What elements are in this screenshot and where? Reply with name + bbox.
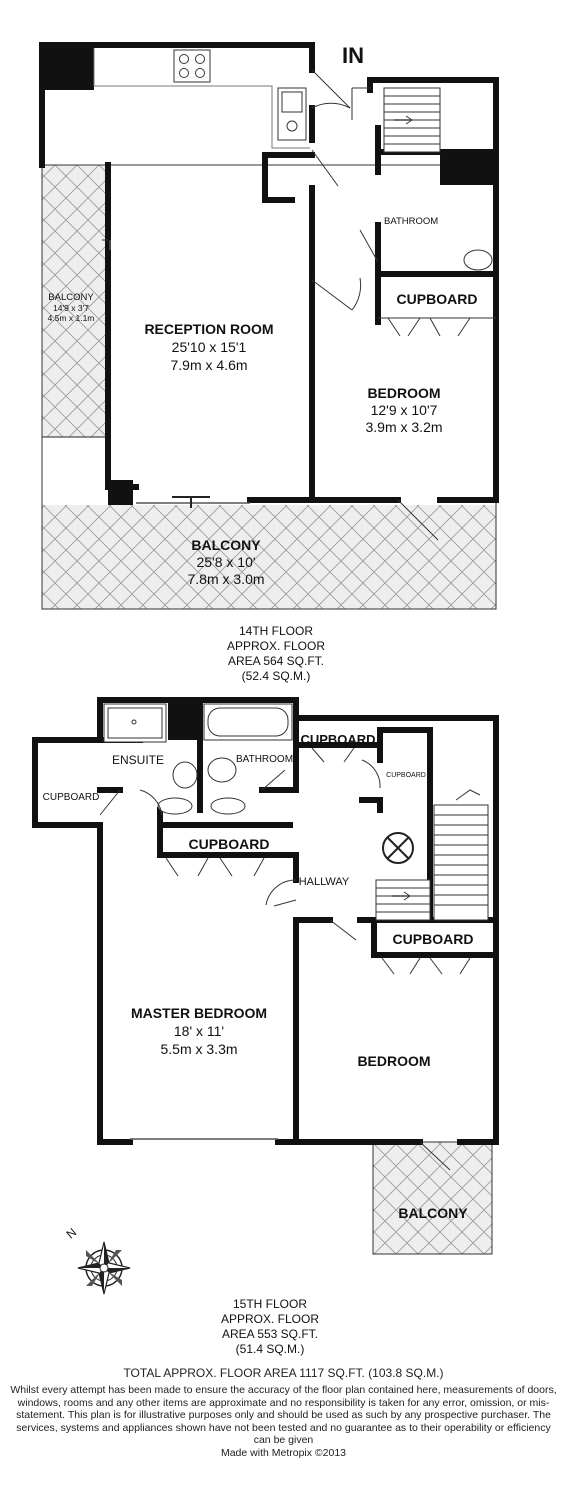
doors-14 — [102, 69, 439, 541]
reception-metric: 7.9m x 4.6m — [170, 357, 247, 373]
compass-north-label: N — [64, 1225, 80, 1241]
floor-15-caption: 15TH FLOOR APPROX. FLOOR AREA 553 SQ.FT.… — [221, 1297, 319, 1356]
stairs-14 — [383, 87, 441, 153]
balcony-14-name: BALCONY — [191, 537, 261, 553]
stairs-15 — [375, 789, 489, 921]
bedroom-14-metric: 3.9m x 3.2m — [365, 419, 442, 435]
cupboard-right-label: CUPBOARD — [393, 931, 474, 947]
basin-icon — [172, 761, 198, 789]
cupboard-doors-14 — [378, 317, 496, 337]
balcony-14-imperial: 25'8 x 10' — [196, 554, 255, 570]
svg-text:AREA 564 SQ.FT.: AREA 564 SQ.FT. — [228, 654, 324, 668]
reception-name: RECEPTION ROOM — [144, 321, 273, 337]
entrance-label: IN — [342, 43, 364, 68]
balcony-15-area — [372, 1141, 493, 1255]
balcony-area — [42, 505, 496, 609]
svg-text:APPROX. FLOOR: APPROX. FLOOR — [221, 1312, 319, 1326]
bedroom-14-name: BEDROOM — [367, 385, 440, 401]
kitchen-column — [42, 45, 94, 90]
cupboard-left-label: CUPBOARD — [43, 792, 100, 803]
master-bedroom-name: MASTER BEDROOM — [131, 1005, 267, 1021]
balcony-14-metric: 7.8m x 3.0m — [187, 571, 264, 587]
hob-icon — [173, 49, 211, 83]
bedroom-15-label: BEDROOM — [357, 1053, 430, 1069]
cupboard-small-label: CUPBOARD — [386, 772, 426, 779]
toilet-icon — [157, 797, 193, 815]
master-bedroom-metric: 5.5m x 3.3m — [160, 1041, 237, 1057]
disclaimer-text: Whilst every attempt has been made to en… — [10, 1384, 557, 1447]
bathroom-15-label: BATHROOM — [236, 754, 293, 765]
balcony-15-label: BALCONY — [398, 1205, 468, 1221]
svg-text:14TH FLOOR: 14TH FLOOR — [239, 624, 313, 638]
floor-plan: IN BATHROOM CUPBOARD BALCONY 14'9 x 3'7 … — [32, 42, 499, 1356]
side-balcony-name: BALCONY — [48, 292, 94, 303]
side-balcony-area — [42, 165, 108, 437]
bathroom-14-label: BATHROOM — [384, 216, 438, 227]
cupboard-14-label: CUPBOARD — [397, 291, 478, 307]
toilet-icon — [463, 249, 493, 271]
side-balcony-metric: 4.5m x 1.1m — [48, 313, 95, 323]
credit-text: Made with Metropix ©2013 — [220, 1446, 347, 1459]
cupboard-top-label: CUPBOARD — [300, 732, 375, 747]
svg-text:AREA 553 SQ.FT.: AREA 553 SQ.FT. — [222, 1327, 318, 1341]
total-floor-area: TOTAL APPROX. FLOOR AREA 1117 SQ.FT. (10… — [123, 1366, 444, 1380]
master-bedroom-imperial: 18' x 11' — [174, 1023, 224, 1039]
cupboard-mid-label: CUPBOARD — [189, 836, 270, 852]
svg-text:(51.4 SQ.M.): (51.4 SQ.M.) — [236, 1342, 305, 1356]
svg-text:15TH FLOOR: 15TH FLOOR — [233, 1297, 307, 1311]
disclaimer: Whilst every attempt has been made to en… — [0, 1384, 567, 1460]
svg-text:APPROX. FLOOR: APPROX. FLOOR — [227, 639, 325, 653]
sanitary-15 — [103, 703, 293, 815]
floor-15-plan: ENSUITE BATHROOM CUPBOARD CUPBOARD CUPBO… — [32, 697, 499, 1255]
ensuite-label: ENSUITE — [112, 753, 164, 767]
walls-15 — [32, 697, 499, 1145]
compass-rose-icon — [77, 1241, 131, 1295]
reception-imperial: 25'10 x 15'1 — [172, 339, 247, 355]
side-balcony-imperial: 14'9 x 3'7 — [53, 303, 89, 313]
hallway-label: HALLWAY — [299, 876, 350, 888]
floor-14-plan: IN BATHROOM CUPBOARD BALCONY 14'9 x 3'7 … — [39, 42, 499, 610]
floor-14-caption: 14TH FLOOR APPROX. FLOOR AREA 564 SQ.FT.… — [227, 624, 325, 683]
svg-text:(52.4 SQ.M.): (52.4 SQ.M.) — [242, 669, 311, 683]
bedroom-14-imperial: 12'9 x 10'7 — [371, 402, 438, 418]
doors-15 — [99, 747, 471, 1171]
